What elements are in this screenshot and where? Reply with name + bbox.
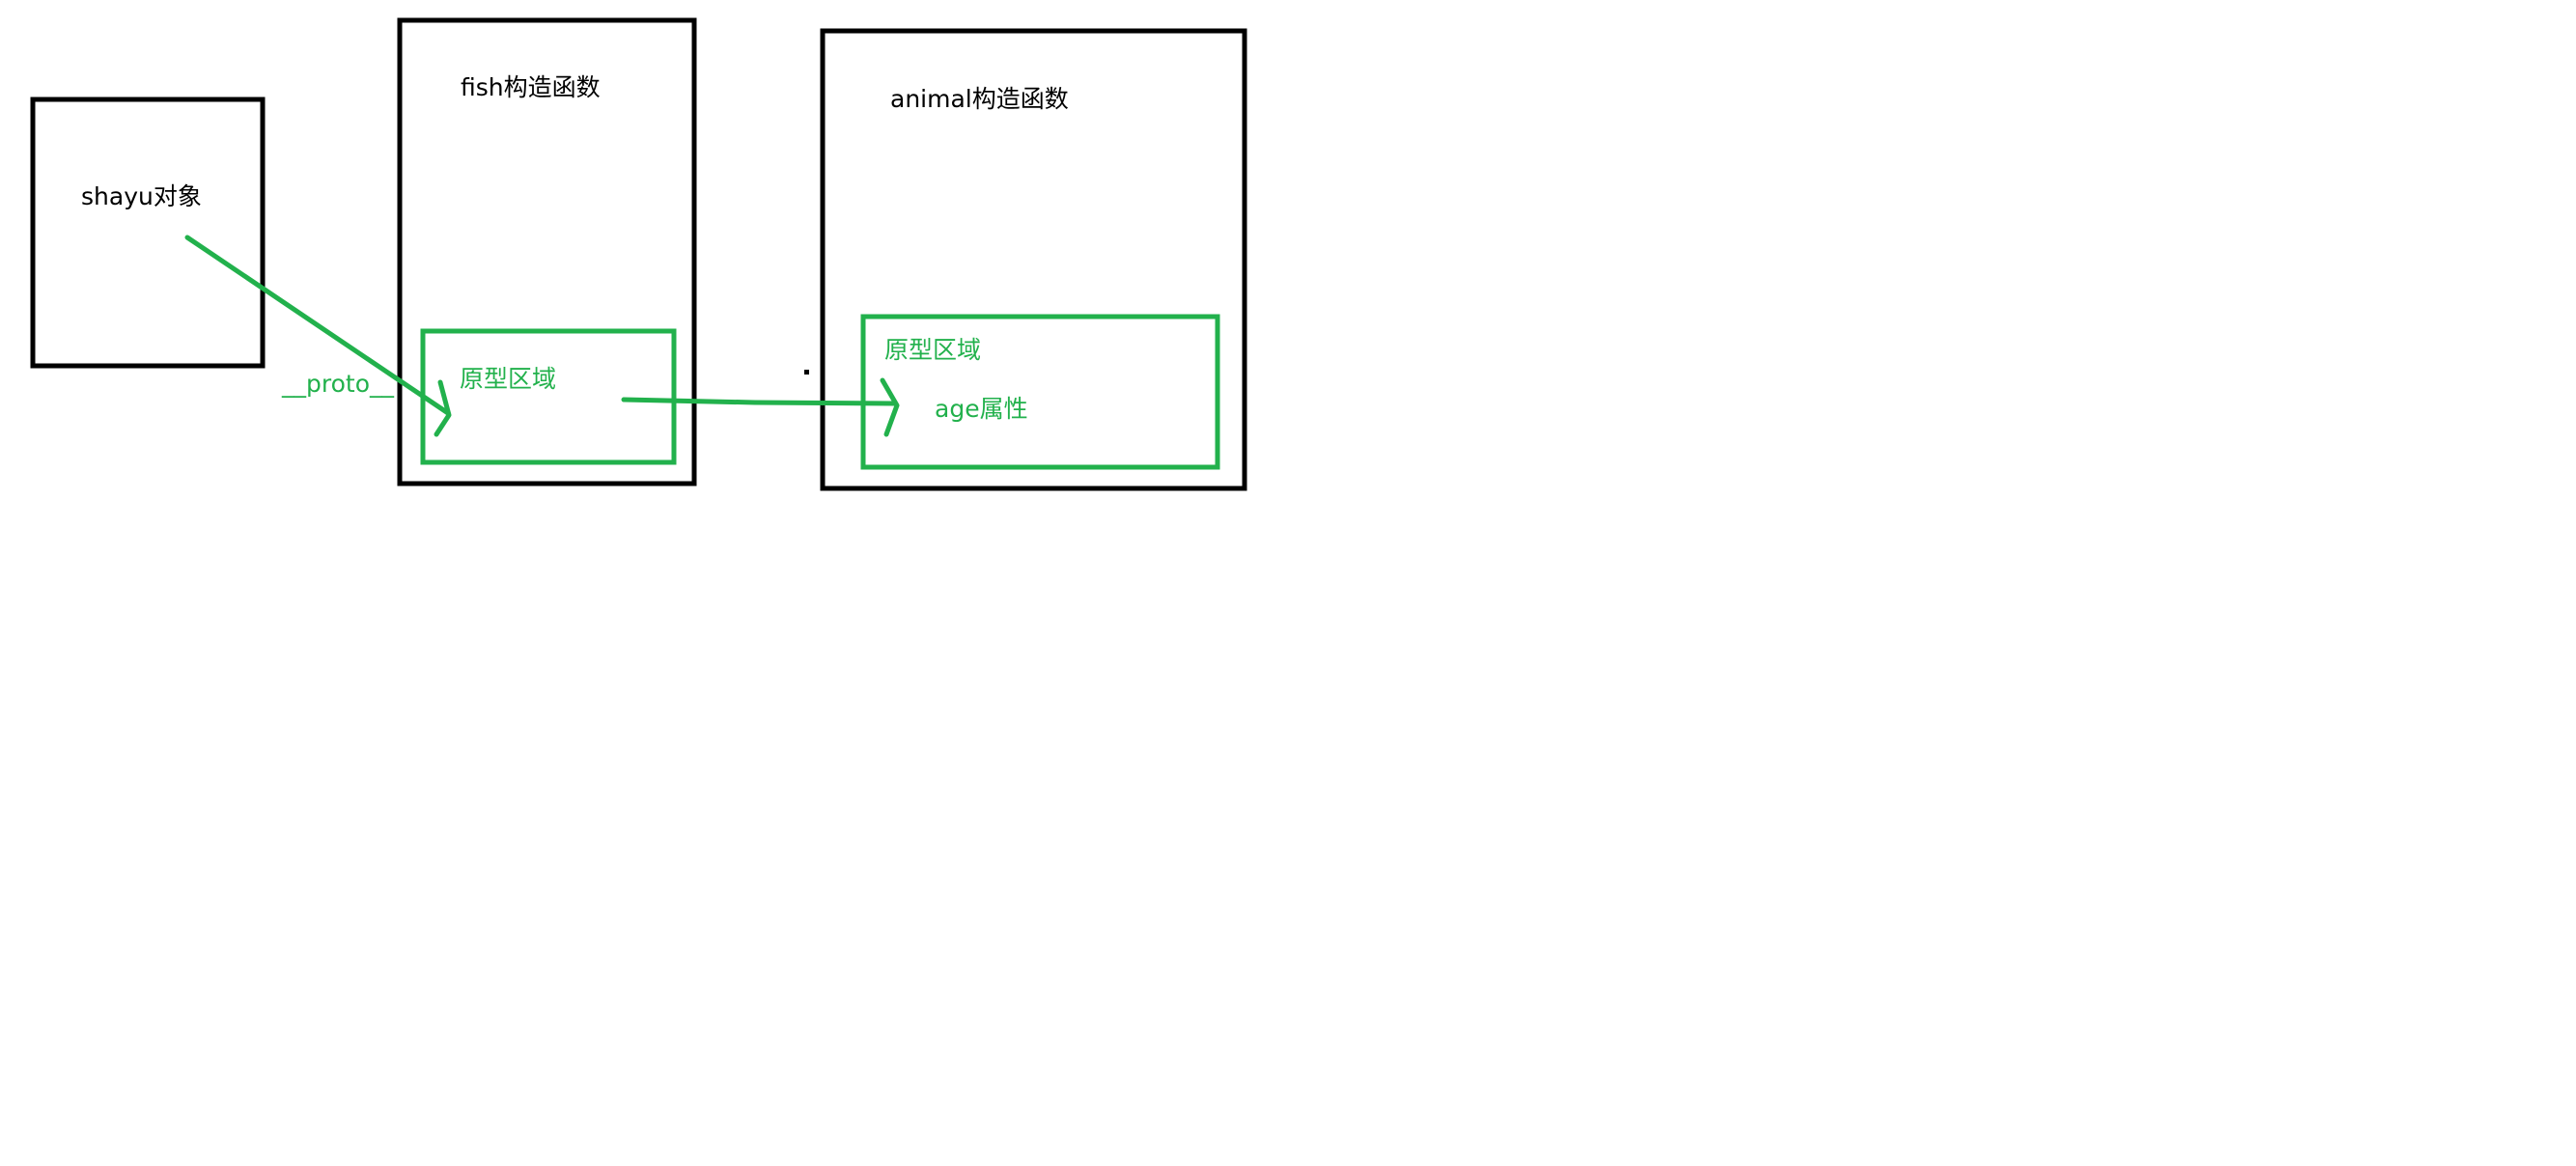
proto-link-arrowhead	[434, 379, 452, 437]
age-property-label: age属性	[935, 395, 1028, 423]
proto-link-arrow: __proto__	[184, 235, 452, 437]
fish-to-animal-arrow	[621, 377, 900, 437]
shayu-object-label: shayu对象	[81, 182, 202, 210]
shayu-object-box	[30, 97, 266, 369]
animal-constructor-node: animal构造函数 原型区域 age属性	[820, 28, 1247, 491]
animal-constructor-label: animal构造函数	[890, 85, 1069, 113]
stray-dot-mark	[804, 370, 809, 375]
proto-link-label: __proto__	[281, 370, 394, 398]
fish-constructor-box	[397, 17, 697, 486]
fish-constructor-node: fish构造函数 原型区域	[397, 17, 697, 486]
shayu-object-node: shayu对象	[30, 97, 266, 369]
animal-prototype-area-box	[860, 314, 1220, 470]
fish-constructor-label: fish构造函数	[461, 73, 601, 101]
animal-prototype-area-label: 原型区域	[884, 336, 981, 364]
fish-to-animal-arrowhead	[880, 377, 900, 437]
fish-prototype-area-label: 原型区域	[460, 365, 556, 393]
fish-to-animal-line	[621, 397, 897, 406]
proto-link-line	[184, 235, 451, 416]
animal-constructor-box	[820, 28, 1247, 491]
fish-prototype-area-box	[420, 328, 677, 465]
